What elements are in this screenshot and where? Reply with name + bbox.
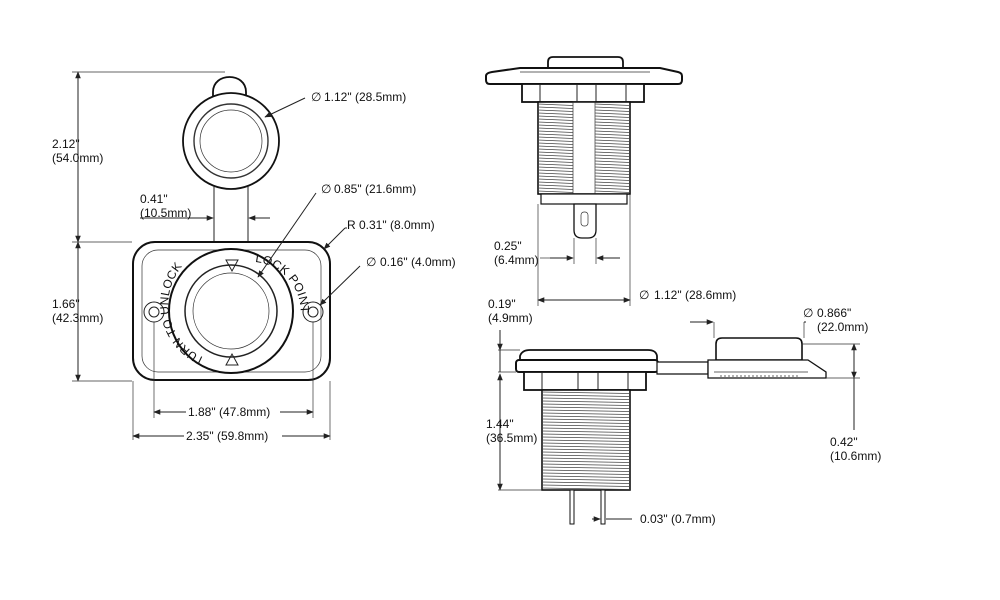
dim-body-length: 1.44" [486, 417, 514, 431]
front-view-dimensions: 2.12" (54.0mm) 1.66" (42.3mm) ∅ 1.12" (2… [52, 71, 456, 443]
side-view-bottom-dimensions: 0.19" (4.9mm) 1.44" (36.5mm) 0.03" (0.7m… [486, 297, 716, 526]
socket-opening [192, 272, 270, 350]
dim-cap-outer-diameter-mm: (22.0mm) [817, 320, 868, 334]
dim-cap-diameter: 1.12" (28.5mm) [324, 90, 406, 104]
mounting-hole-right-inner [307, 306, 319, 318]
cap-side-dimensions: ∅ 0.866" (22.0mm) 0.42" (10.6mm) [690, 306, 881, 463]
dim-socket-diameter: 0.85" (21.6mm) [334, 182, 416, 196]
dim-body-length-mm: (36.5mm) [486, 431, 537, 445]
side-top-flange [485, 67, 683, 85]
cap-side-body [715, 337, 803, 361]
cap-inner-ring [193, 103, 269, 179]
side-view-bottom [515, 349, 709, 525]
lock-ring-inner [184, 264, 278, 358]
side-top-base [540, 193, 628, 205]
dim-cap-outer-diameter-symbol: ∅ [803, 306, 813, 320]
dim-overall-height-mm: (54.0mm) [52, 151, 103, 165]
side-bottom-threads [541, 391, 631, 490]
side-top-cap [547, 56, 624, 69]
side-bottom-terminal-right [600, 489, 606, 525]
dim-hole-spacing: 1.88" (47.8mm) [188, 405, 270, 419]
dim-terminal-width: 0.25" [494, 239, 522, 253]
cap-outer [182, 92, 280, 190]
dim-terminal-width-mm: (6.4mm) [494, 253, 539, 267]
mounting-hole-left-inner [148, 306, 160, 318]
triangle-down-icon [225, 259, 239, 273]
dim-hole-diameter: 0.16" (4.0mm) [380, 255, 456, 269]
dim-socket-diameter-symbol: ∅ [321, 182, 331, 196]
dim-cap-height: 0.42" [830, 435, 858, 449]
lock-ring-outer [168, 248, 294, 374]
dim-cap-height-mm: (10.6mm) [830, 449, 881, 463]
triangle-up-icon [225, 352, 239, 366]
dim-hinge-width: 0.41" [140, 192, 168, 206]
side-top-threads [537, 103, 631, 193]
side-view-top [485, 56, 683, 239]
dim-hinge-width-mm: (10.5mm) [140, 206, 191, 220]
side-bottom-flange [515, 359, 659, 373]
dim-plate-width: 2.35" (59.8mm) [186, 429, 268, 443]
dim-thread-diameter-symbol: ∅ [639, 288, 649, 302]
dim-flange-thickness: 0.19" [488, 297, 516, 311]
dim-plate-height: 1.66" [52, 297, 80, 311]
dim-cap-diameter-symbol: ∅ [311, 90, 321, 104]
dim-thread-diameter: 1.12" (28.6mm) [654, 288, 736, 302]
dim-flange-thickness-mm: (4.9mm) [488, 311, 533, 325]
dim-corner-radius: R 0.31" (8.0mm) [347, 218, 435, 232]
cap-inner-ring-2 [199, 109, 263, 173]
dim-terminal-thickness: 0.03" (0.7mm) [640, 512, 716, 526]
side-view-top-dimensions: 0.25" (6.4mm) ∅ 1.12" (28.6mm) [494, 194, 736, 306]
dim-overall-height: 2.12" [52, 137, 80, 151]
dim-cap-outer-diameter: 0.866" [817, 306, 851, 320]
dim-plate-height-mm: (42.3mm) [52, 311, 103, 325]
side-bottom-lever [656, 361, 709, 375]
cap-side-base [707, 359, 827, 379]
side-bottom-terminal-left [569, 489, 575, 525]
side-top-terminal [573, 203, 597, 239]
front-view: TURN TO UNLOCK LOCK POINT [132, 76, 331, 381]
dim-hole-diameter-symbol: ∅ [366, 255, 376, 269]
